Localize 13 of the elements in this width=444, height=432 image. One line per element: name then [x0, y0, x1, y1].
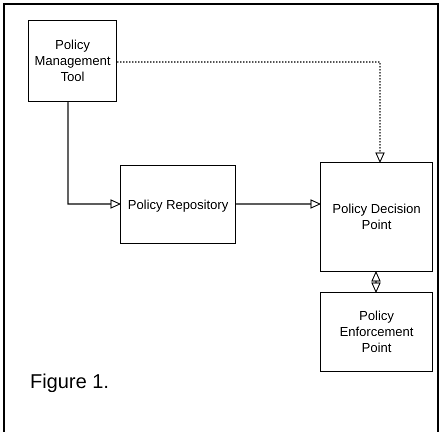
box-label: Policy Enforcement Point	[338, 308, 414, 356]
process-box	[28, 20, 117, 102]
box-label: Policy Decision Point	[331, 201, 422, 233]
box-label: Policy Repository	[128, 196, 228, 212]
process-box	[120, 165, 236, 244]
arrow	[236, 200, 320, 208]
process-box	[320, 292, 433, 372]
arrow	[372, 272, 380, 292]
arrow	[117, 61, 384, 162]
arrow	[67, 102, 120, 208]
figure-caption: Figure 1.	[30, 371, 109, 394]
box-label: Policy Management Tool	[34, 37, 112, 85]
process-box	[320, 162, 433, 272]
